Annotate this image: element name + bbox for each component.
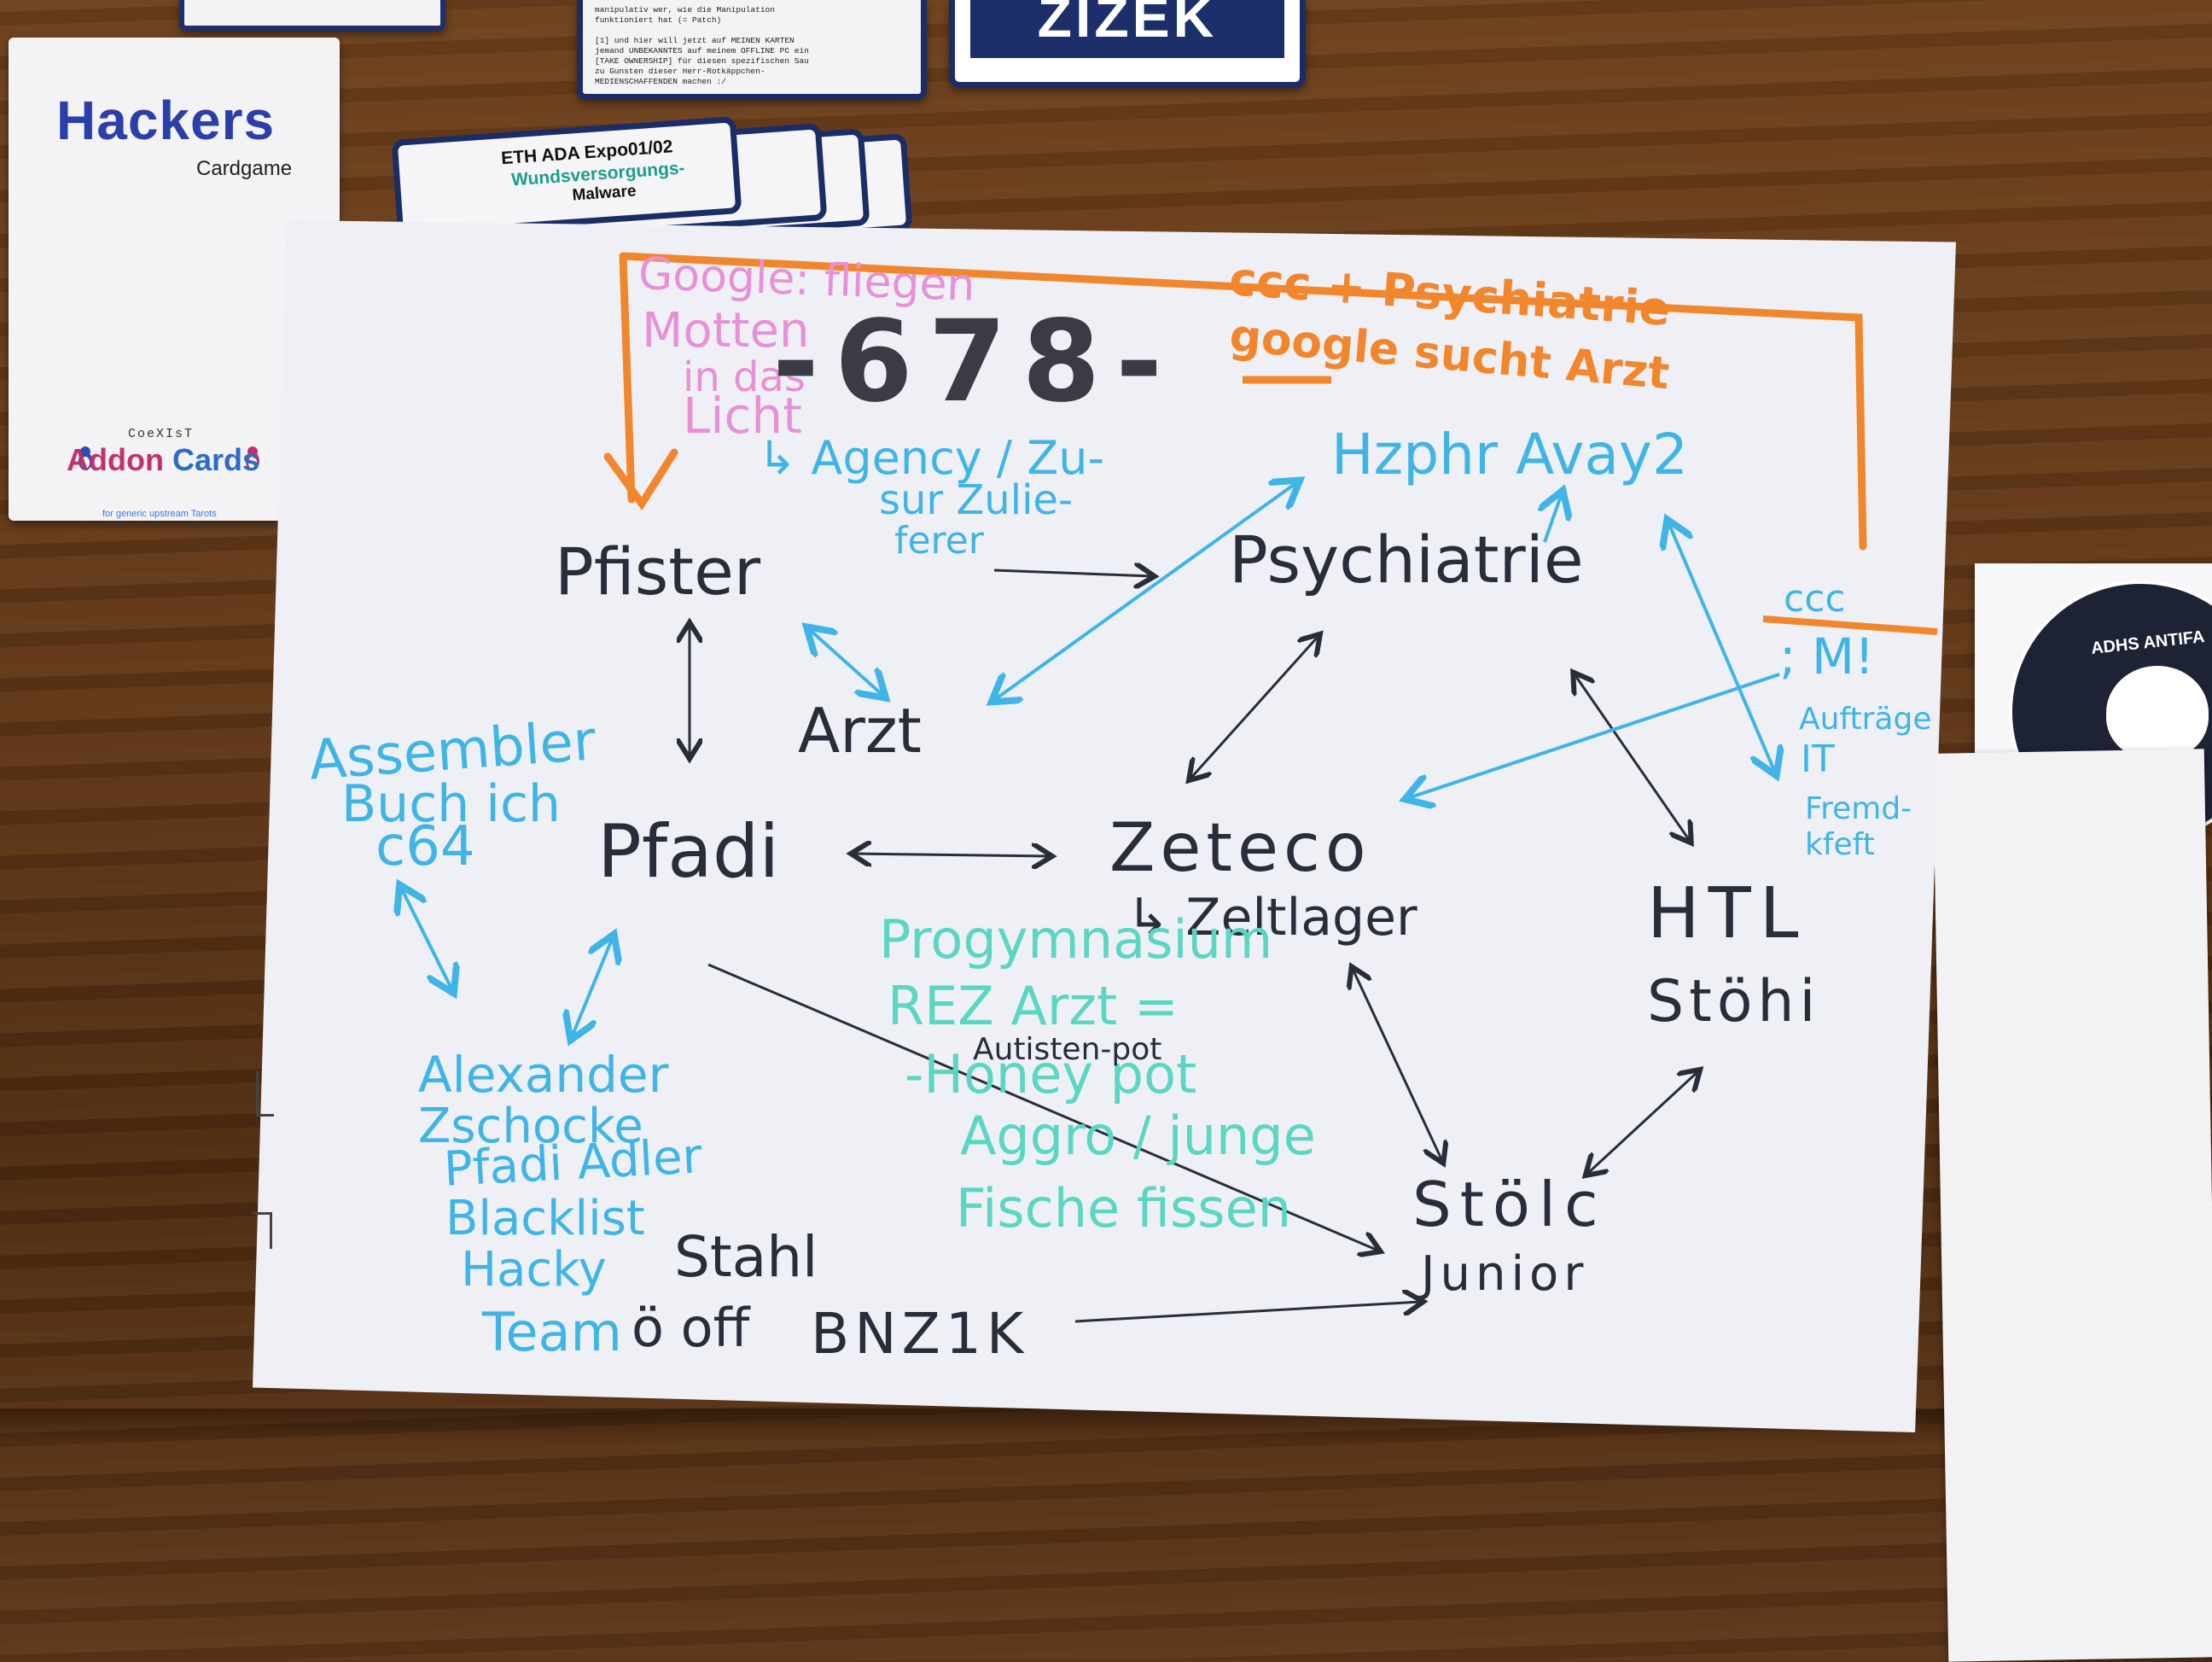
node-htl: HTL [1647, 873, 1807, 954]
cyan-alexander-line1: Alexander [418, 1046, 669, 1104]
adhs-mascot-icon [2106, 666, 2209, 760]
cyan-m: ; M! [1779, 627, 1875, 685]
card-manipulation-text: manipulativ wer, wie die Manipulation fu… [595, 5, 809, 86]
card-manipulation: manipulativ wer, wie die Manipulation fu… [577, 0, 927, 100]
arrow-zeltlager-stolc [1353, 969, 1442, 1161]
card-zizek: ZIZEK [949, 0, 1306, 88]
cyan-agency-line3: ferer [894, 519, 984, 563]
cyan-assembler-line3: c64 [375, 815, 475, 878]
sheet-pen-mark-2 [253, 1212, 272, 1249]
cyan-alexander-line5: Hacky [461, 1242, 607, 1298]
orange-frame-line [619, 252, 1867, 551]
arrow-bnz-junior [1074, 1302, 1421, 1323]
node-arzt: Arzt [798, 695, 922, 767]
coexist-label: CoeXIsT [128, 427, 195, 441]
cyan-right-line4: kfeft [1805, 827, 1875, 862]
cyan-ccc: ccc [1784, 577, 1846, 621]
teal-note-line1: Progymnasium [879, 908, 1273, 971]
big-number: -678- [772, 296, 1179, 428]
orange-arrowhead [603, 448, 678, 511]
node-junior: Junior [1421, 1246, 1589, 1302]
pink-note-line3: in das [683, 353, 806, 401]
node-zeteco: Zeteco [1109, 810, 1371, 887]
node-htl-stoehi: Stöhi [1647, 968, 1821, 1035]
card-partial-top-left [179, 0, 445, 31]
teal-note-line3: -Honey pot [905, 1043, 1197, 1105]
arrow-cyan-arzt-hzphr [994, 482, 1297, 700]
addon-tagline: for generic upstream Tarots [102, 509, 217, 519]
autisten-pot-label: Autisten-pot [973, 1032, 1162, 1067]
addon-url: https://github.com/HackersCardgame/OrgHa… [68, 522, 298, 530]
cyan-alexander-line2: Zschocke [418, 1099, 643, 1154]
arrow-pfadi-zeteco [853, 854, 1050, 856]
node-stahl: Stahl [674, 1224, 818, 1290]
pink-note-line4: Licht [683, 387, 802, 445]
cyan-right-line2: IT [1801, 738, 1835, 781]
node-pfadi: Pfadi [597, 809, 780, 895]
teal-note-line2: REZ Arzt = [888, 975, 1179, 1037]
node-stolc: Stölc [1412, 1169, 1607, 1240]
cyan-alexander-line3: Pfadi Adler [442, 1128, 704, 1198]
cyan-right-line3: Fremd- [1805, 791, 1912, 826]
cyan-alexander-line4: Blacklist [445, 1191, 645, 1246]
arrow-htl-stolc [1587, 1071, 1698, 1174]
arrow-cyan-avay-right [1668, 522, 1775, 773]
cyan-assembler-line2: Buch ich [341, 774, 561, 834]
cyan-hzphr: Hzphr Avay2 [1331, 422, 1688, 487]
arrow-cyan-assembler [401, 888, 452, 990]
arrow-cyan-ccc-zeteco [1408, 673, 1780, 798]
node-zeltlager: ↳ Zeltlager [1126, 888, 1417, 948]
cyan-agency-line2: sur Zulie- [879, 476, 1074, 524]
node-bnz: BNZ1K [811, 1301, 1029, 1367]
cyan-agency-line1: ↳ Agency / Zu- [758, 431, 1104, 485]
arrow-psychiatrie-zeteco [1190, 636, 1318, 779]
card-zizek-label: ZIZEK [970, 0, 1284, 58]
cyan-right-line1: Aufträge [1799, 702, 1932, 737]
arrow-psychiatrie-htl [1575, 674, 1690, 841]
node-psychiatrie: Psychiatrie [1229, 522, 1584, 598]
penguin-mascot-pink-icon [246, 446, 259, 470]
addon-title-part1: Addon [67, 442, 172, 477]
arrow-cyan-pfadi-alexander [572, 937, 613, 1037]
teal-note-line5: Fische fissen [956, 1177, 1292, 1239]
cyan-team: Team [482, 1301, 622, 1363]
penguin-mascot-icon [79, 446, 92, 470]
node-pfister: Pfister [555, 534, 761, 609]
arrow-pfadi-stolc [707, 963, 1378, 1251]
orange-line-ccc [1762, 615, 1938, 635]
hackers-logo-title: Hackers [56, 90, 276, 151]
addon-cards-title: Addon Cards [67, 442, 259, 478]
addon-title-part2: Cards [172, 442, 260, 477]
arrow-cyan-hzphr-up [1545, 493, 1562, 543]
teal-note-line4: Aggro / junge [960, 1105, 1316, 1167]
arrow-pfister-psychiatrie [993, 570, 1152, 576]
node-off: ö off [632, 1297, 750, 1359]
arrow-cyan-pfister-arzt [809, 629, 883, 696]
pink-note-line2: Motten [642, 303, 810, 359]
hackers-logo-subtitle: Cardgame [196, 157, 293, 180]
sheet-pen-mark [256, 1071, 274, 1117]
